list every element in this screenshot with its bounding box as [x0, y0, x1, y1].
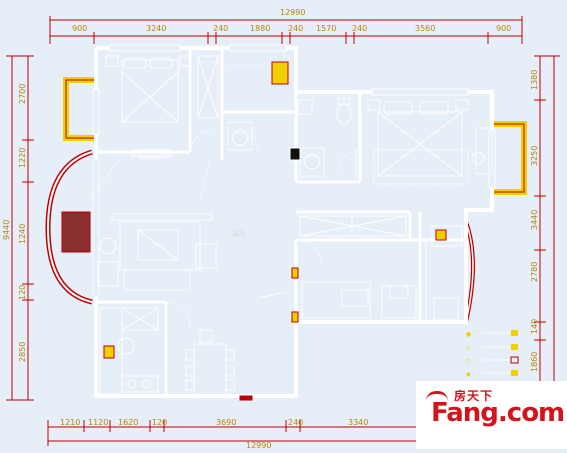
top-dim-label: 900: [72, 24, 87, 33]
left-dim-label: 1240: [18, 224, 27, 244]
right-dim-label: 2780: [530, 262, 539, 282]
top-dim-label: 3560: [415, 24, 435, 33]
legend: ● ◇ ○ ◆: [466, 330, 519, 378]
right-dim-label: 1380: [530, 70, 539, 90]
living-room-furniture: [61, 149, 217, 291]
study-room-furniture: [257, 267, 417, 323]
corridor-cabinets: [299, 215, 407, 237]
bathroom-top-fixtures: [227, 61, 289, 151]
bottom-dimension-lines: [47, 420, 480, 446]
bottom-dim-label: 120: [152, 418, 167, 427]
top-dim-label: 3240: [146, 24, 166, 33]
top-dim-label: 240: [213, 24, 228, 33]
logo-chinese-text: 房天下: [454, 389, 494, 403]
legend-symbol: ●: [466, 331, 471, 338]
legend-symbol: ◆: [466, 371, 471, 378]
left-dim-label: 2700: [18, 84, 27, 104]
bottom-dim-label: 3340: [348, 418, 368, 427]
bedroom-top-left-balcony: [63, 77, 96, 141]
door-swings: [165, 129, 361, 327]
bottom-dim-label: 240: [288, 418, 303, 427]
top-dim-label: 900: [496, 24, 511, 33]
top-dim-label: 1570: [316, 24, 336, 33]
master-bedroom-furniture: [367, 99, 493, 185]
exterior-walls: [94, 46, 494, 398]
legend-symbol: ◇: [466, 345, 471, 352]
top-dim-label: 1880: [250, 24, 270, 33]
left-dimension-labels: 2700 1220 1240 120 2850 9440: [2, 84, 27, 362]
left-dim-label: 2850: [18, 342, 27, 362]
fang-watermark-logo: 房天下 Fang.com: [416, 381, 567, 449]
top-dimension-labels: 900 3240 240 1880 240 1570 240 3560 900: [72, 24, 511, 33]
kitchen-left-fixtures: [99, 307, 253, 401]
top-dim-label: 240: [288, 24, 303, 33]
left-dim-label: 1220: [18, 148, 27, 168]
right-dim-label: 1860: [530, 352, 539, 372]
top-dimension-lines: [49, 16, 523, 44]
dining-area-furniture: [185, 329, 235, 397]
bottom-dimension-labels: 1210 1120 1620 120 3690 240 3340: [60, 418, 368, 427]
left-dim-label: 120: [18, 285, 27, 300]
left-overall-dimension: 9440: [2, 220, 11, 240]
bedroom-top-left-furniture: [105, 55, 219, 157]
bottom-dim-label: 1210: [60, 418, 80, 427]
right-dim-label: 3250: [530, 146, 539, 166]
bottom-overall-dimension: 12990: [246, 441, 271, 449]
logo-brand-text: Fang.com: [431, 398, 565, 428]
bottom-dim-label: 3690: [216, 418, 236, 427]
interior-walls: [96, 48, 466, 396]
living-room-label: 客厅: [232, 229, 246, 238]
right-dim-label: 140: [530, 319, 539, 334]
legend-symbol: ○: [466, 358, 471, 365]
right-dim-label: 3440: [530, 210, 539, 230]
left-dimension-lines: [6, 55, 34, 401]
bottom-dim-label: 1620: [118, 418, 138, 427]
bathroom-center-fixtures: [289, 97, 357, 178]
master-bedroom-balcony: [492, 121, 527, 195]
logo-roof-icon: [426, 391, 448, 404]
top-overall-dimension: 12990: [280, 8, 305, 17]
bottom-dim-label: 1120: [88, 418, 108, 427]
top-dim-label: 240: [352, 24, 367, 33]
right-dimension-labels: 1380 3250 3440 2780 140 1860: [530, 70, 539, 372]
kitchen-fixtures: [425, 225, 463, 322]
